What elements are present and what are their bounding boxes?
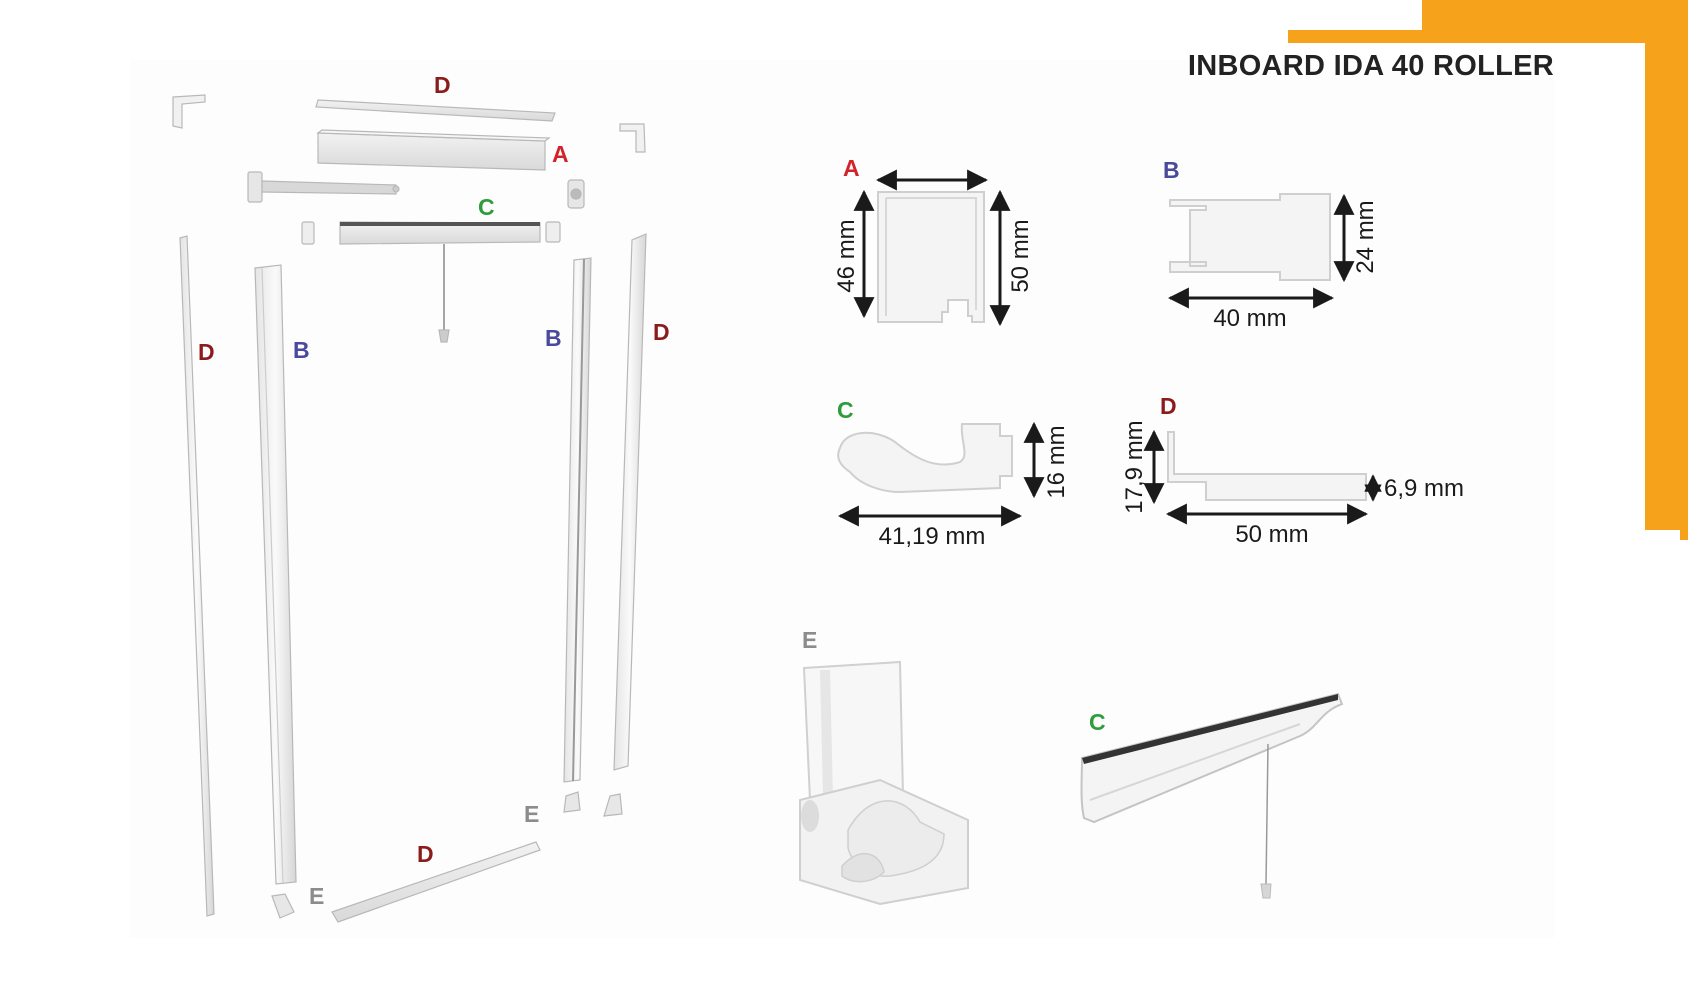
label-b-left: B [293,337,310,363]
profile-d-width: 50 mm [1235,521,1308,548]
detail-c-label: C [1089,709,1106,735]
exploded-view [172,94,647,923]
label-b-right: B [545,325,562,351]
profile-c: C 16 mm 41,19 mm [837,397,1070,550]
profile-c-label: C [837,397,854,423]
page-title: INBOARD IDA 40 ROLLER [1187,50,1554,82]
label-d-left: D [198,339,215,365]
profile-b-height: 24 mm [1352,200,1379,273]
endcap-right [545,221,561,243]
corner-bracket-right [619,123,646,153]
detail-c: C [1080,692,1344,899]
profile-b-shape [1169,193,1331,281]
profile-d: D 17,9 mm 6,9 mm 50 mm [1121,393,1464,548]
top-d-rail [315,99,556,122]
exploded-labels: D A C D B B D E D E [198,72,670,909]
accent-corner [1288,0,1688,540]
corner-e-right-2 [603,793,623,817]
profile-b-label: B [1163,157,1180,183]
label-e-right: E [524,801,539,827]
profile-d-height: 17,9 mm [1121,420,1148,513]
label-e-left: E [309,883,324,909]
profile-b-width: 40 mm [1213,305,1286,332]
pull-cord-weight [438,329,450,343]
label-c: C [478,194,495,220]
profile-c-height: 16 mm [1043,425,1070,498]
profile-b: B 24 mm 40 mm [1163,157,1379,332]
profile-d-step: 6,9 mm [1384,475,1464,502]
detail-c-cord-weight [1260,883,1272,899]
side-rail-d-right [613,233,647,771]
endcap-left [301,221,315,245]
profile-a-height-left: 46 mm [833,219,860,292]
profile-a: A 46 mm 50 mm [833,155,1034,327]
detail-e-label: E [802,627,817,653]
corner-e-left [271,893,295,919]
end-bracket-left [247,171,263,203]
label-d-top: D [434,72,451,98]
profile-c-shape [837,423,1013,494]
detail-c-bar [1080,692,1344,824]
side-channel-b-left [254,264,297,885]
label-d-right: D [653,319,670,345]
profile-a-label: A [843,155,860,181]
label-d-bottom: D [417,841,434,867]
profile-d-label: D [1160,393,1177,419]
profile-c-width: 41,19 mm [879,523,986,550]
roller-tube [261,180,397,195]
profile-a-shape [877,191,985,323]
corner-e-right-1 [563,791,581,813]
bottom-d-rail [331,841,541,923]
detail-c-cord [1265,743,1269,885]
detail-e: E [799,627,969,906]
profile-a-height-right: 50 mm [1007,219,1034,292]
label-a: A [552,141,569,167]
side-rail-d-left [179,235,215,917]
corner-bracket-left [172,94,206,129]
